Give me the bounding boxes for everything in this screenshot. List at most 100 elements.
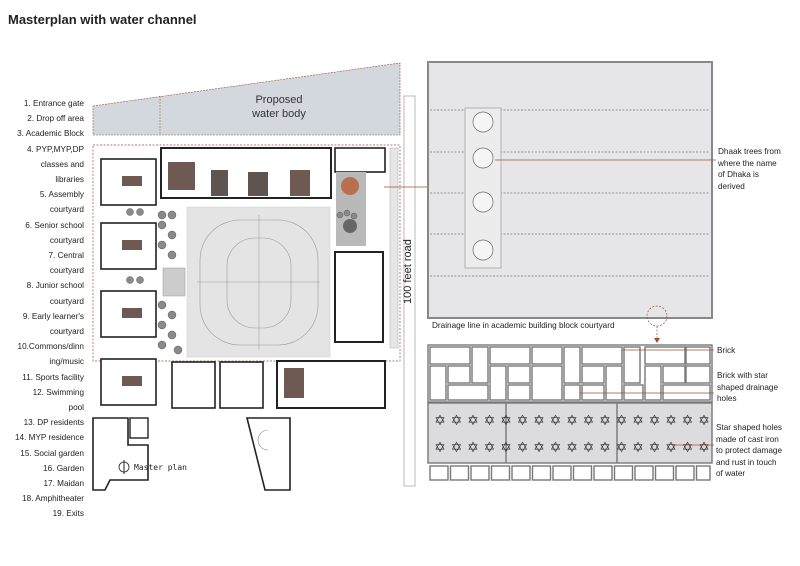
dhaak-tree-icon bbox=[472, 111, 494, 261]
star-hole-icon: ✡ bbox=[566, 439, 578, 455]
brick bbox=[531, 465, 552, 481]
star-hole-icon: ✡ bbox=[682, 412, 694, 428]
star-hole-icon: ✡ bbox=[517, 439, 529, 455]
legend-item: 8. Junior school bbox=[26, 281, 84, 291]
legend-item: 14. MYP residence bbox=[14, 433, 84, 443]
star-hole-icon: ✡ bbox=[451, 412, 463, 428]
road-label: 100 feet road bbox=[402, 239, 414, 304]
road bbox=[403, 95, 416, 487]
star-hole-icon: ✡ bbox=[550, 439, 562, 455]
note-line: and rust in touch bbox=[716, 457, 777, 467]
star-hole-icon: ✡ bbox=[467, 439, 479, 455]
brick bbox=[654, 465, 675, 481]
brick bbox=[511, 465, 531, 481]
note-line: of water bbox=[716, 469, 746, 478]
master-plan bbox=[92, 62, 430, 491]
brick bbox=[572, 465, 593, 481]
courtyard-caption: Drainage line in academic building block… bbox=[432, 321, 615, 330]
note-line: Star shaped holes bbox=[716, 423, 782, 432]
note-line: Dhaak trees from bbox=[718, 147, 781, 156]
star-hole-icon: ✡ bbox=[698, 412, 710, 428]
star-hole-icon: ✡ bbox=[583, 412, 595, 428]
legend-item: courtyard bbox=[49, 327, 84, 337]
water-body-label-line: Proposed bbox=[255, 94, 303, 106]
star-hole-icon: ✡ bbox=[649, 412, 661, 428]
star-hole-icon: ✡ bbox=[599, 412, 611, 428]
star-hole-icon: ✡ bbox=[698, 439, 710, 455]
note-line: made of cast iron bbox=[716, 434, 779, 444]
star-hole-icon: ✡ bbox=[649, 439, 661, 455]
brick bbox=[429, 465, 449, 481]
legend-item: ing/music bbox=[49, 357, 84, 367]
dhaak-note: Dhaak trees from where the name of Dhaka… bbox=[718, 146, 781, 192]
legend-item: 11. Sports facility bbox=[22, 372, 84, 382]
north-arrow-icon bbox=[118, 460, 130, 474]
note-line: of Dhaka is bbox=[718, 170, 759, 179]
courtyard-detail bbox=[427, 61, 716, 343]
legend-item: 7. Central bbox=[48, 251, 85, 261]
star-hole-icon: ✡ bbox=[616, 412, 628, 428]
water-body bbox=[92, 62, 401, 136]
star-hole-icon: ✡ bbox=[533, 412, 545, 428]
dp-residence bbox=[92, 417, 149, 491]
note-line: derived bbox=[718, 181, 745, 191]
star-hole-icon: ✡ bbox=[533, 439, 545, 455]
water-body-label-line: water body bbox=[252, 108, 306, 120]
star-hole-icon: ✡ bbox=[500, 439, 512, 455]
legend-item: 19. Exits bbox=[52, 509, 84, 519]
brick bbox=[593, 465, 613, 481]
brick-detail bbox=[427, 344, 713, 481]
legend-item: 1. Entrance gate bbox=[23, 99, 84, 108]
page-title: Masterplan with water channel bbox=[8, 12, 197, 27]
brick-note: Brick bbox=[717, 346, 736, 355]
master-plan-label: Master plan bbox=[134, 463, 187, 472]
amphitheater bbox=[245, 417, 291, 491]
star-hole-icon: ✡ bbox=[566, 412, 578, 428]
sports-facility bbox=[334, 251, 384, 343]
cast-iron-note: Star shaped holes made of cast iron to p… bbox=[716, 422, 782, 480]
legend-item: 6. Senior school bbox=[25, 220, 84, 230]
star-hole-icon: ✡ bbox=[583, 439, 595, 455]
star-hole-icon: ✡ bbox=[632, 412, 644, 428]
star-hole-icon: ✡ bbox=[484, 439, 496, 455]
brick bbox=[490, 465, 511, 481]
star-hole-icon: ✡ bbox=[500, 412, 512, 428]
legend-item: 10.Commons/dinn bbox=[17, 342, 84, 352]
legend-item: 9. Early learner's bbox=[22, 311, 84, 321]
star-hole-icon: ✡ bbox=[599, 439, 611, 455]
legend-item: classes and bbox=[40, 159, 84, 169]
legend-item: courtyard bbox=[49, 296, 84, 306]
legend-item: libraries bbox=[55, 175, 84, 185]
star-hole-icon: ✡ bbox=[484, 412, 496, 428]
residences bbox=[100, 158, 264, 409]
note-line: where the name bbox=[718, 158, 777, 168]
brick bbox=[675, 465, 695, 481]
note-line: to protect damage bbox=[716, 446, 782, 455]
legend-item: 3. Academic Block bbox=[17, 129, 84, 139]
legend-item: 5. Assembly bbox=[39, 190, 84, 200]
brick bbox=[552, 465, 572, 481]
star-hole-icon: ✡ bbox=[451, 439, 463, 455]
note-line: Brick with star bbox=[717, 371, 768, 380]
note-line: holes bbox=[717, 394, 737, 403]
legend-item: 13. DP residents bbox=[23, 418, 84, 428]
brick bbox=[634, 465, 654, 481]
star-hole-icon: ✡ bbox=[616, 439, 628, 455]
star-hole-icon: ✡ bbox=[665, 439, 677, 455]
star-hole-icon: ✡ bbox=[434, 439, 446, 455]
star-hole-icon: ✡ bbox=[632, 439, 644, 455]
brick bbox=[613, 465, 634, 481]
star-hole-icon: ✡ bbox=[467, 412, 479, 428]
legend-item: 17. Maidan bbox=[43, 479, 84, 489]
legend-item: courtyard bbox=[49, 235, 84, 245]
legend-item: pool bbox=[68, 403, 84, 413]
star-hole-icon: ✡ bbox=[550, 412, 562, 428]
legend-item: courtyard bbox=[49, 205, 84, 215]
star-hole-icon: ✡ bbox=[434, 412, 446, 428]
legend-item: 12. Swimming bbox=[32, 387, 84, 397]
water-body-label: Proposed water body bbox=[224, 93, 334, 121]
legend-item: 18. Amphitheater bbox=[22, 494, 84, 504]
brick bbox=[449, 465, 470, 481]
